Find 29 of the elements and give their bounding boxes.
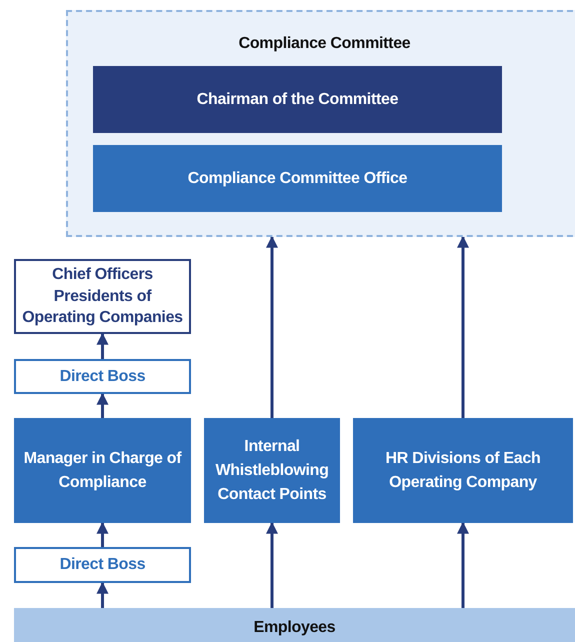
- node-label: Chairman of the Committee: [196, 90, 398, 110]
- node-label: Compliance Committee Office: [188, 168, 408, 188]
- arrow: [266, 522, 278, 608]
- arrow: [96, 392, 108, 418]
- node-label: Manager in Charge of Compliance: [22, 448, 183, 492]
- process-box: [204, 418, 340, 523]
- officer-box: [14, 259, 191, 334]
- process-box: [353, 418, 573, 523]
- committee-panel: [66, 10, 575, 237]
- node-label: HR Divisions of Each Operating Company: [384, 448, 542, 492]
- node-label: Chief Officers: [52, 265, 153, 286]
- panel-heading: Compliance Committee: [238, 34, 410, 54]
- chairman-box: [93, 66, 502, 133]
- arrow: [457, 236, 469, 418]
- arrow: [96, 332, 108, 359]
- employees-bar: [14, 608, 575, 642]
- process-box: [14, 418, 191, 523]
- node-label: Direct Boss: [60, 366, 146, 386]
- arrow: [96, 582, 108, 608]
- node-label: Employees: [254, 618, 336, 638]
- node-label: Internal Whistleblowing Contact Points: [214, 436, 330, 504]
- process-box: [14, 359, 191, 394]
- arrow: [457, 522, 469, 608]
- process-box: [93, 145, 502, 212]
- node-label: Direct Boss: [60, 555, 146, 575]
- arrow: [96, 522, 108, 547]
- arrow: [266, 236, 278, 418]
- node-label: Presidents of Operating Companies: [21, 286, 184, 328]
- process-box: [14, 547, 191, 583]
